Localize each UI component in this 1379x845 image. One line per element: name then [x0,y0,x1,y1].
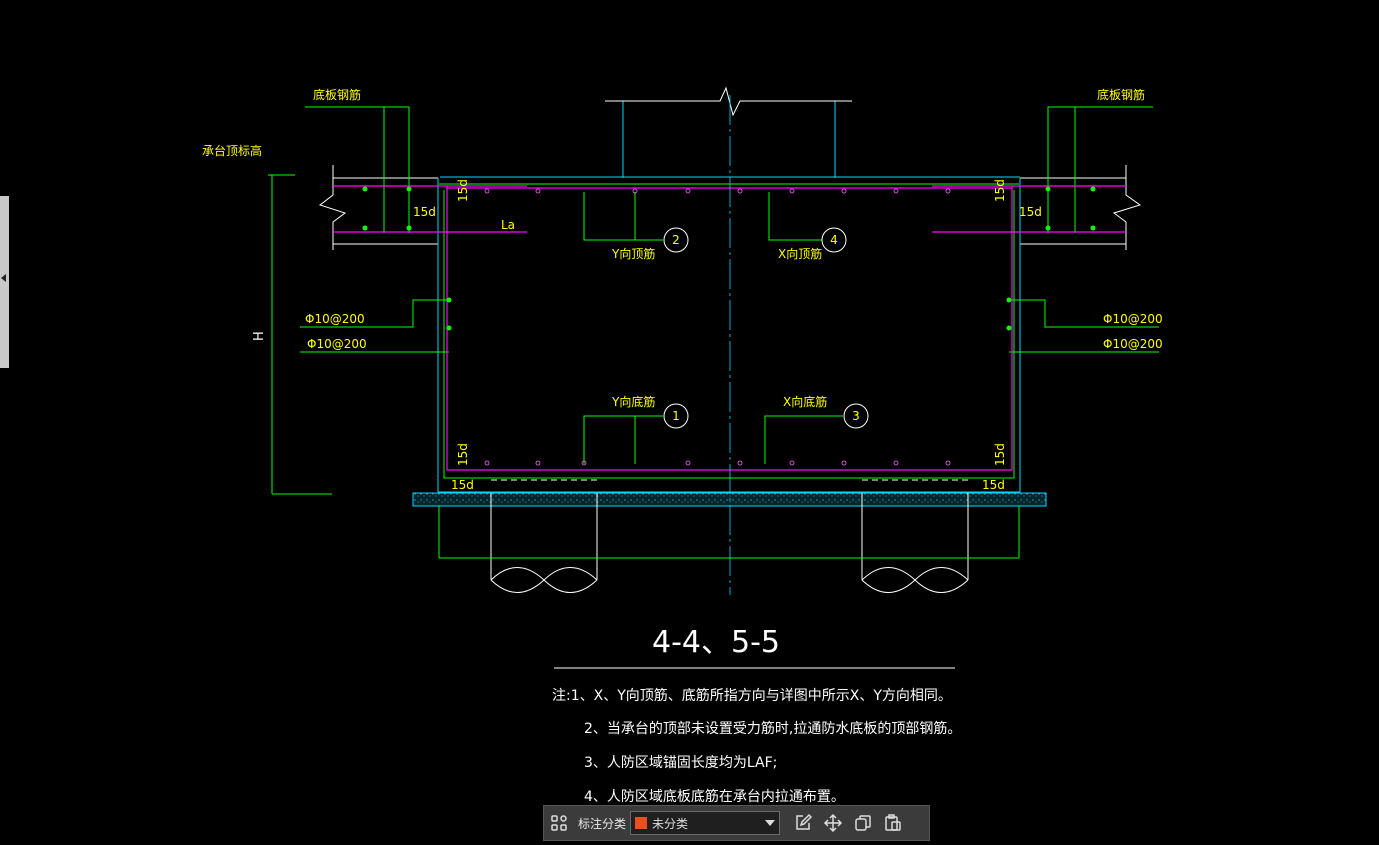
piles [490,479,969,593]
label-y-bottom: Y向底筋 [611,394,655,409]
category-select-value: 未分类 [652,816,689,831]
category-select[interactable]: 未分类 [630,811,781,835]
edit-icon [796,813,813,830]
label-15d-f: 15d [993,179,1007,202]
rebar-points [362,186,1096,331]
label-phi10-right-1: Φ10@200 [1103,312,1163,326]
pile-cap-outline [437,178,1021,493]
callout-3: 3 [852,409,860,423]
label-la: La [501,218,515,232]
label-phi10-left-2: Φ10@200 [307,337,367,351]
label-15d-a: 15d [413,205,436,219]
copy-button[interactable] [848,808,878,838]
blinding-layer [412,492,1047,507]
label-15d-g: 15d [456,443,470,466]
dimension-lines [268,106,1159,559]
note-2: 2、当承台的顶部未设置受力筋时,拉通防水底板的顶部钢筋。 [584,720,961,737]
label-bottom-rebar-right: 底板钢筋 [1097,87,1145,102]
paste-icon [885,814,901,831]
callout-1: 1 [672,409,680,423]
paste-button[interactable] [878,808,908,838]
annotation-toolbar: 标注分类 未分类 [543,805,930,841]
copy-icon [855,815,871,831]
label-15d-b: 15d [1019,205,1042,219]
label-y-top: Y向顶筋 [611,246,655,261]
label-phi10-right-2: Φ10@200 [1103,337,1163,351]
note-4: 4、人防区域底板底筋在承台内拉通布置。 [584,788,845,805]
grid-apps-icon [551,815,567,831]
grid-apps-button[interactable] [544,808,574,838]
move-icon [823,813,843,833]
label-h: H [252,331,267,341]
label-15d-h: 15d [993,443,1007,466]
section-title: 4-4、5-5 [652,625,780,660]
callout-circles [663,227,869,429]
collapse-arrow-icon [1,274,6,282]
label-15d-c: 15d [451,478,474,492]
label-phi10-left-1: Φ10@200 [305,312,365,326]
label-cap-top-elevation: 承台顶标高 [202,143,262,158]
edit-button[interactable] [788,808,818,838]
slab-right [1020,165,1142,250]
note-1: 注:1、X、Y向顶筋、底筋所指方向与详图中所示X、Y方向相同。 [552,687,952,704]
category-color-swatch [635,817,648,829]
category-label: 标注分类 [578,816,627,831]
rebar-dots [484,188,951,466]
label-x-top: X向顶筋 [778,246,822,261]
label-x-bottom: X向底筋 [783,394,827,409]
slab-left [318,165,438,250]
chevron-down-icon [765,820,776,826]
label-15d-d: 15d [982,478,1005,492]
label-15d-e: 15d [456,179,470,202]
callout-4: 4 [830,233,838,247]
side-panel-toggle[interactable] [0,196,9,368]
callout-2: 2 [672,233,680,247]
note-3: 3、人防区域锚固长度均为LAF; [584,755,777,771]
label-bottom-rebar-left: 底板钢筋 [313,87,361,102]
move-button[interactable] [818,808,848,838]
